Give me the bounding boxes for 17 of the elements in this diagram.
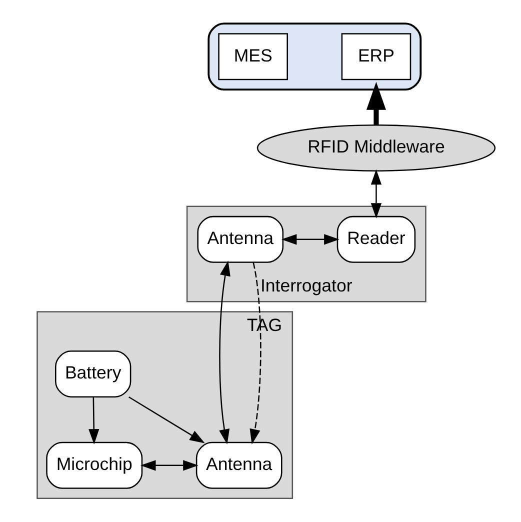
arrow <box>249 262 261 444</box>
node-box: Microchip <box>46 442 142 489</box>
node-box: Reader <box>336 216 416 263</box>
arrow <box>88 397 99 444</box>
arrow <box>366 82 386 126</box>
arrow <box>128 396 204 444</box>
node-box: Antenna <box>195 442 282 489</box>
node-box: Antenna <box>196 216 284 263</box>
node-box: MES <box>218 33 288 80</box>
arrow <box>370 169 382 218</box>
node-ellipse: RFID Middleware <box>256 124 496 172</box>
arrow <box>218 260 230 444</box>
node-box: ERP <box>340 33 411 80</box>
cluster <box>207 22 422 91</box>
arrow <box>280 234 339 245</box>
node-box: Battery <box>54 350 131 398</box>
arrow <box>140 460 198 471</box>
